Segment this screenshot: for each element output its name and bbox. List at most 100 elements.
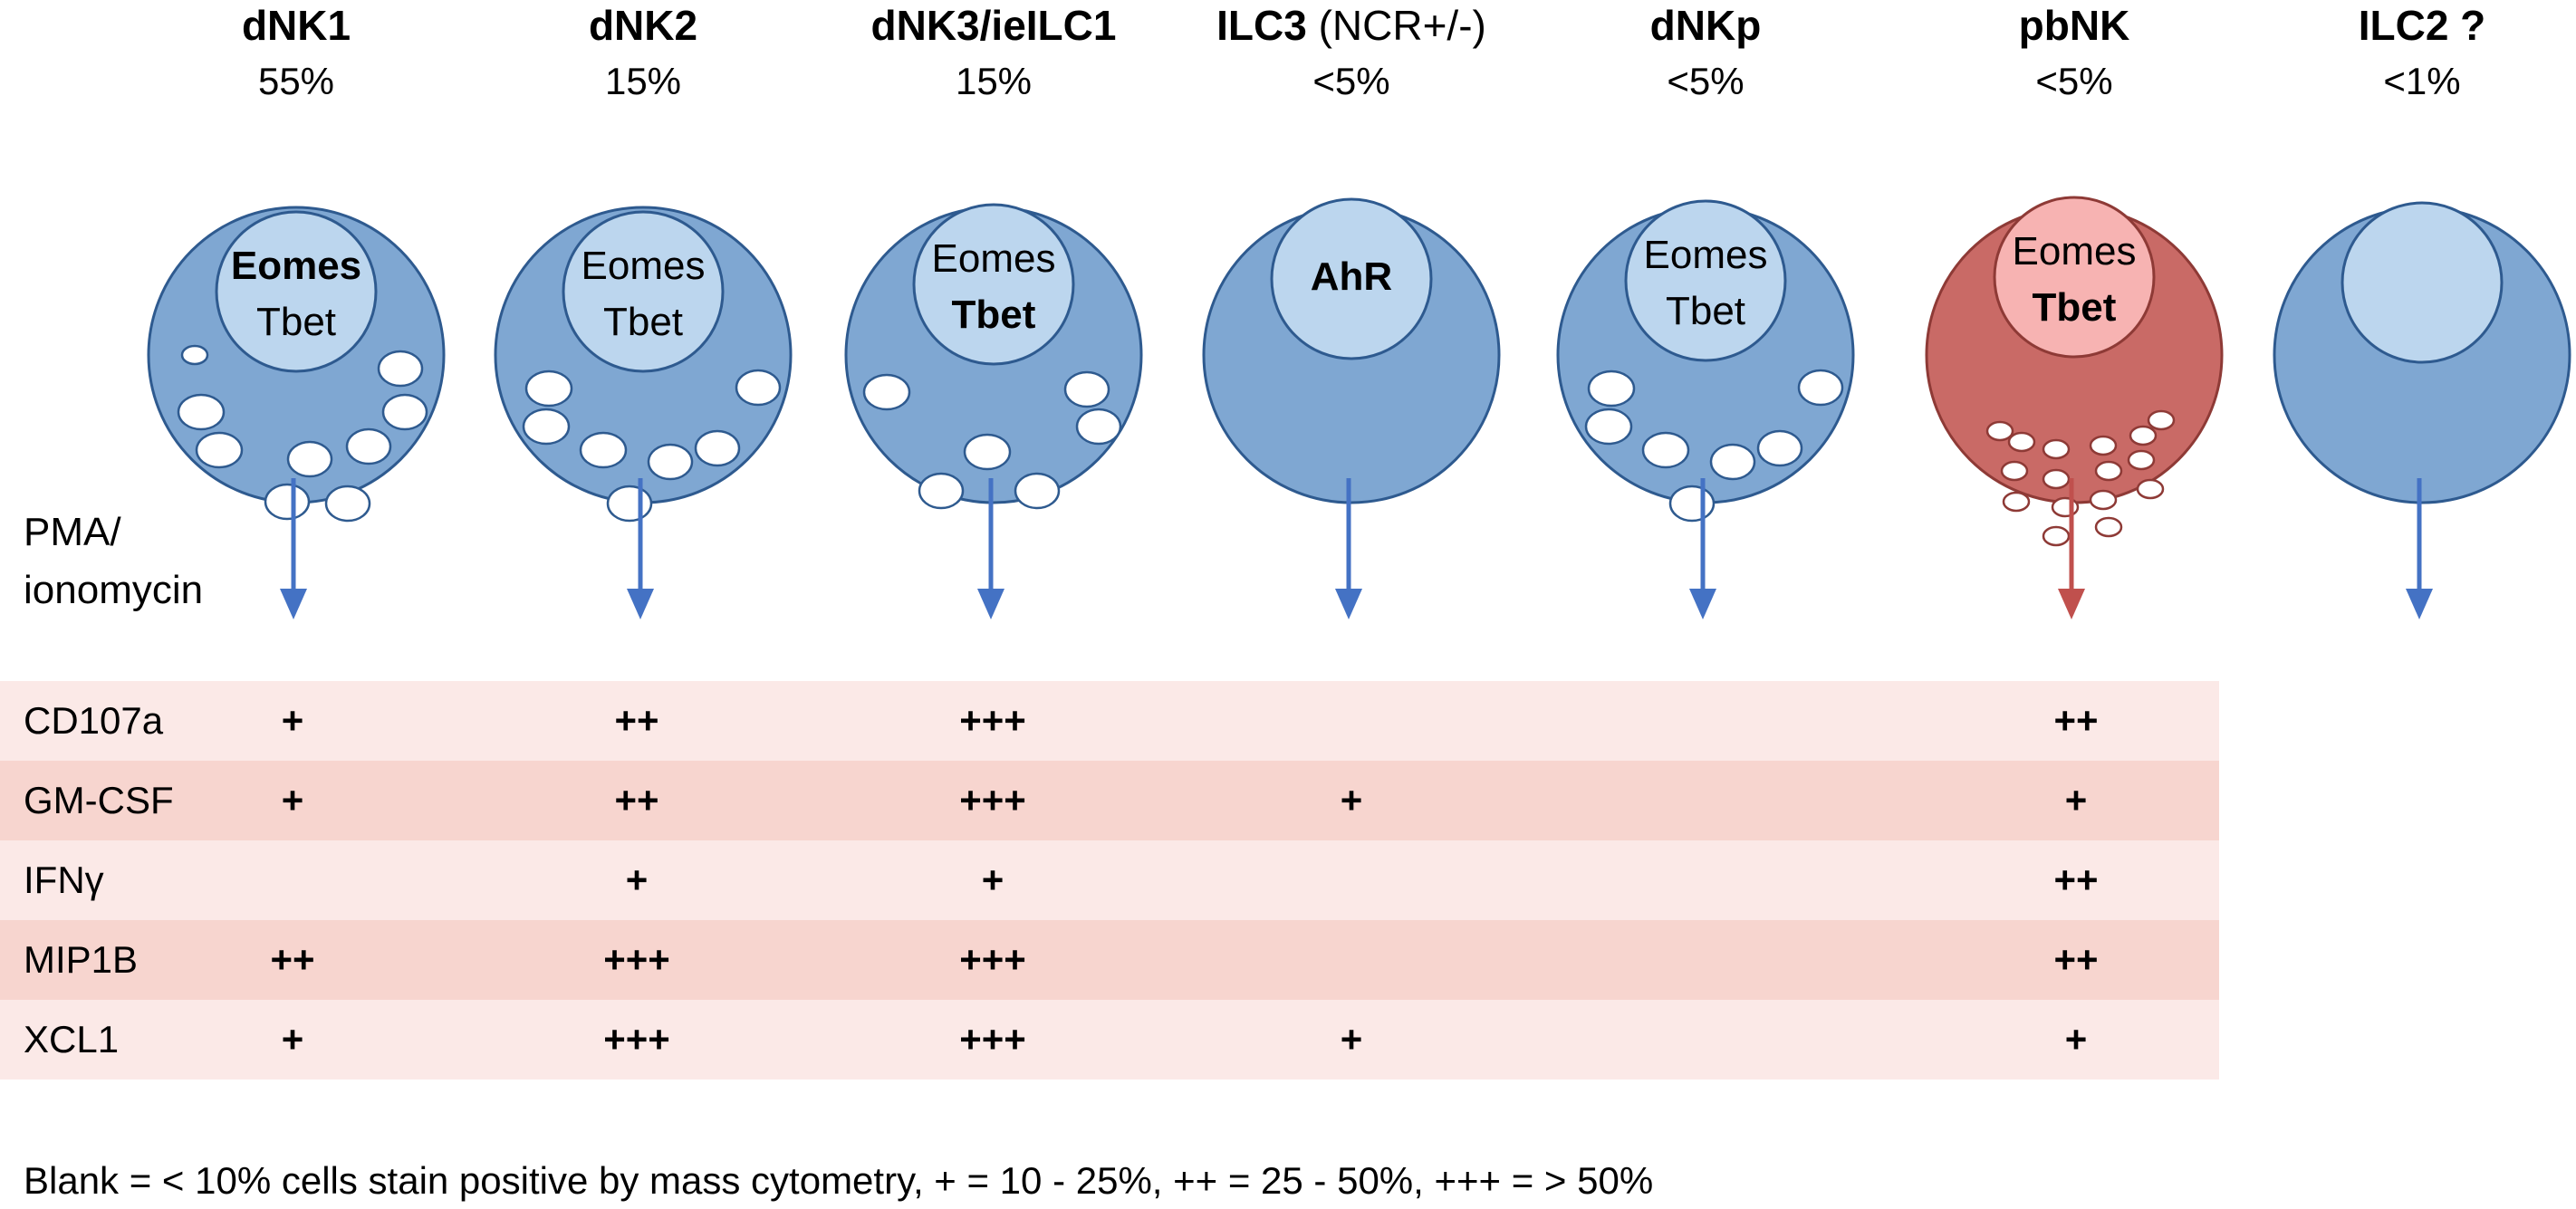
table-row: XCL1+++++++++ bbox=[0, 1000, 2219, 1079]
header-name-dnkp: dNKp bbox=[1650, 2, 1762, 49]
granule bbox=[345, 427, 392, 465]
header-name-pbnk: pbNK bbox=[2019, 2, 2130, 49]
granule bbox=[606, 485, 653, 523]
nucleus-label: Eomes bbox=[932, 236, 1056, 281]
table-cell-value: + bbox=[1341, 779, 1363, 821]
granule bbox=[2042, 468, 2071, 490]
header-name-ilc3: ILC3 bbox=[1216, 2, 1307, 49]
granule bbox=[2094, 460, 2123, 482]
nucleus-label: Eomes bbox=[2013, 229, 2137, 273]
header-dnkp: dNKp bbox=[1650, 2, 1762, 49]
arrow-dnk2 bbox=[627, 478, 654, 619]
granule bbox=[862, 373, 911, 411]
granule bbox=[2089, 489, 2118, 511]
granule bbox=[1584, 408, 1633, 446]
nucleus-label: Eomes bbox=[582, 244, 706, 288]
granule bbox=[1756, 429, 1803, 467]
granule bbox=[963, 433, 1012, 471]
stimulus-label-line2: ionomycin bbox=[24, 568, 203, 612]
table-row-background bbox=[0, 920, 2219, 1000]
arrow-ilc3 bbox=[1335, 478, 1362, 619]
table-cell-value: + bbox=[282, 699, 304, 742]
granule bbox=[647, 443, 694, 481]
granule bbox=[195, 431, 244, 469]
table-cell-value: + bbox=[982, 859, 1004, 901]
granule bbox=[579, 431, 628, 469]
table-row: CD107a++++++++ bbox=[0, 681, 2219, 761]
table-cell-value: ++ bbox=[270, 938, 314, 981]
table-row: MIP1B++++++++++ bbox=[0, 920, 2219, 1000]
nucleus-label: Eomes bbox=[1644, 233, 1768, 277]
granule bbox=[1985, 420, 2014, 442]
granule bbox=[694, 429, 741, 467]
granule bbox=[1587, 369, 1636, 408]
table-row-background bbox=[0, 1000, 2219, 1079]
granule bbox=[180, 344, 209, 366]
granule bbox=[1075, 408, 1122, 446]
percent-dnk2: 15% bbox=[605, 60, 681, 102]
granule bbox=[2000, 460, 2029, 482]
table-row-background bbox=[0, 761, 2219, 840]
table-cell-value: +++ bbox=[603, 1018, 670, 1060]
granule bbox=[918, 472, 965, 510]
table-row-background bbox=[0, 681, 2219, 761]
table-row: IFNγ++++ bbox=[0, 840, 2219, 920]
granule bbox=[2147, 409, 2176, 431]
table-cell-value: +++ bbox=[959, 938, 1026, 981]
row-marker-label: MIP1B bbox=[24, 938, 138, 981]
header-ilc2: ILC2 ? bbox=[2359, 2, 2486, 49]
header-dnk2: dNK2 bbox=[589, 2, 697, 49]
arrow-dnk3ieilc1 bbox=[977, 478, 1004, 619]
header-name-ilc2: ILC2 ? bbox=[2359, 2, 2486, 49]
header-ilc3: ILC3 (NCR+/-) bbox=[1216, 2, 1486, 49]
nucleus-label: Tbet bbox=[2033, 285, 2117, 330]
granule bbox=[1709, 443, 1756, 481]
header-name-dnk2: dNK2 bbox=[589, 2, 697, 49]
header-pbnk: pbNK bbox=[2019, 2, 2130, 49]
arrow-ilc2 bbox=[2406, 478, 2433, 619]
row-marker-label: IFNγ bbox=[24, 859, 104, 901]
granule bbox=[177, 393, 226, 431]
table-row: GM-CSF++++++++ bbox=[0, 761, 2219, 840]
row-marker-label: GM-CSF bbox=[24, 779, 174, 821]
header-dnk3ieilc1: dNK3/ieILC1 bbox=[871, 2, 1117, 49]
row-marker-label: XCL1 bbox=[24, 1018, 119, 1060]
table-cell-value: ++ bbox=[2053, 699, 2098, 742]
granule bbox=[1668, 485, 1716, 523]
granule bbox=[2007, 431, 2036, 453]
granule bbox=[2002, 491, 2031, 513]
nucleus-label: AhR bbox=[1311, 254, 1392, 299]
table-cell-value: + bbox=[1341, 1018, 1363, 1060]
table-cell-value: +++ bbox=[959, 779, 1026, 821]
header-dnk1: dNK1 bbox=[242, 2, 351, 49]
percent-pbnk: <5% bbox=[2035, 60, 2112, 102]
row-marker-label: CD107a bbox=[24, 699, 164, 742]
table-cell-value: +++ bbox=[603, 938, 670, 981]
granule bbox=[2094, 516, 2123, 538]
granule bbox=[1014, 472, 1061, 510]
cell-ilc3: AhR bbox=[1202, 197, 1501, 504]
table-cell-value: + bbox=[2065, 1018, 2088, 1060]
granule bbox=[735, 369, 782, 407]
cell-nucleus bbox=[1993, 196, 2156, 359]
cell-nucleus bbox=[215, 210, 378, 373]
footnote: Blank = < 10% cells stain positive by ma… bbox=[24, 1159, 1653, 1202]
percent-dnk3ieilc1: 15% bbox=[956, 60, 1032, 102]
granule bbox=[2127, 449, 2156, 471]
cell-ilc2 bbox=[2273, 201, 2571, 504]
nucleus-label: Tbet bbox=[1666, 289, 1745, 333]
arrow-dnk1 bbox=[280, 478, 307, 619]
granule bbox=[2129, 425, 2158, 446]
table-cell-value: ++ bbox=[614, 779, 658, 821]
granule bbox=[1063, 370, 1110, 408]
nucleus-label: Eomes bbox=[231, 244, 361, 288]
arrow-pbnk bbox=[2058, 478, 2085, 619]
granule bbox=[524, 369, 573, 408]
granule bbox=[264, 483, 311, 521]
nucleus-label: Tbet bbox=[603, 300, 683, 344]
